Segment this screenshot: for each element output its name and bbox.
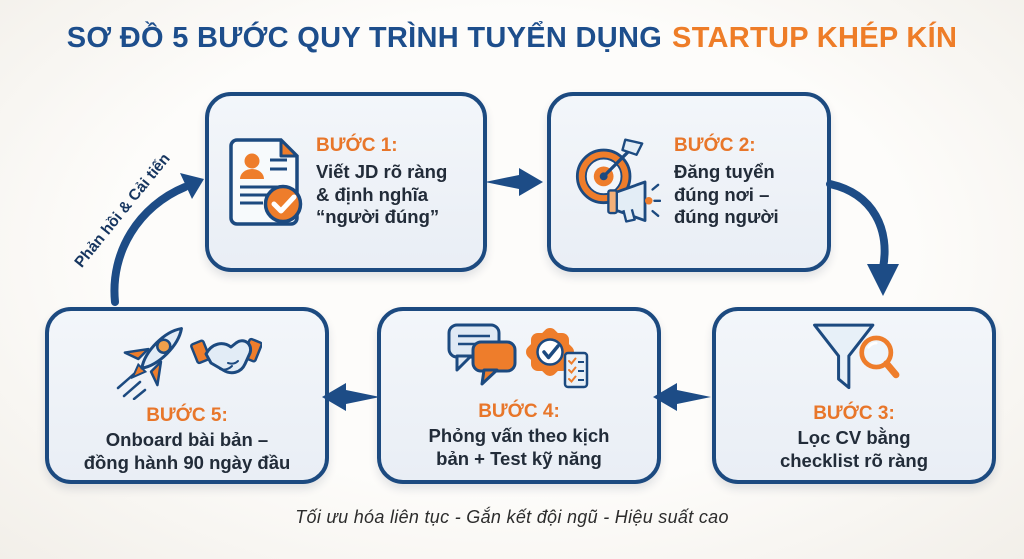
step-2-text: Đăng tuyển đúng nơi – đúng người [674, 161, 779, 228]
chat-gear-checklist-icon [447, 323, 589, 389]
step-5-text: Onboard bài bản – đồng hành 90 ngày đầu [83, 429, 291, 473]
title-main: SƠ ĐỒ 5 BƯỚC QUY TRÌNH TUYỂN DỤNG [66, 22, 663, 54]
funnel-magnifier-icon [813, 323, 900, 390]
step-1-label: BƯỚC 1: [316, 135, 398, 157]
footer-caption: Tối ưu hóa liên tục - Gắn kết đội ngũ - … [295, 507, 729, 527]
step-1-box: BƯỚC 1: Viết JD rõ ràng & định nghĩa “ng… [205, 92, 487, 272]
step-3-label: BƯỚC 3: [813, 402, 895, 424]
step-5-box: BƯỚC 5: Onboard bài bản – đồng hành 90 n… [45, 307, 329, 484]
step-4-text: Phỏng vấn theo kịch bản + Test kỹ năng [428, 425, 610, 469]
step-2-label: BƯỚC 2: [674, 135, 756, 157]
arrow-step1-to-step2-icon [485, 168, 543, 196]
step-1-textblock: BƯỚC 1: Viết JD rõ ràng & định nghĩa “ng… [316, 135, 447, 229]
feedback-arrow-icon [110, 173, 204, 306]
step-3-box: BƯỚC 3: Lọc CV bằng checklist rõ ràng [712, 307, 996, 484]
step-1-text: Viết JD rõ ràng & định nghĩa “người đúng… [316, 161, 448, 228]
arrow-step3-to-step4-icon [653, 383, 711, 411]
step-5-label: BƯỚC 5: [146, 405, 228, 427]
title-highlight: STARTUP KHÉP KÍN [672, 22, 958, 54]
step-2-textblock: BƯỚC 2: Đăng tuyển đúng nơi – đúng người [674, 135, 779, 229]
arrow-step2-to-step3-icon [826, 180, 899, 296]
rocket-handshake-icon [116, 327, 262, 401]
step-2-box: BƯỚC 2: Đăng tuyển đúng nơi – đúng người [547, 92, 831, 272]
target-megaphone-icon [575, 138, 661, 223]
page-title: SƠ ĐỒ 5 BƯỚC QUY TRÌNH TUYỂN DỤNG STARTUP… [0, 22, 1024, 55]
step-3-text: Lọc CV bằng checklist rõ ràng [779, 426, 929, 471]
step-4-box: BƯỚC 4: Phỏng vấn theo kịch bản + Test k… [377, 307, 661, 484]
step-4-label: BƯỚC 4: [478, 401, 560, 423]
document-check-icon [229, 138, 303, 226]
arrow-step4-to-step5-icon [322, 383, 380, 411]
